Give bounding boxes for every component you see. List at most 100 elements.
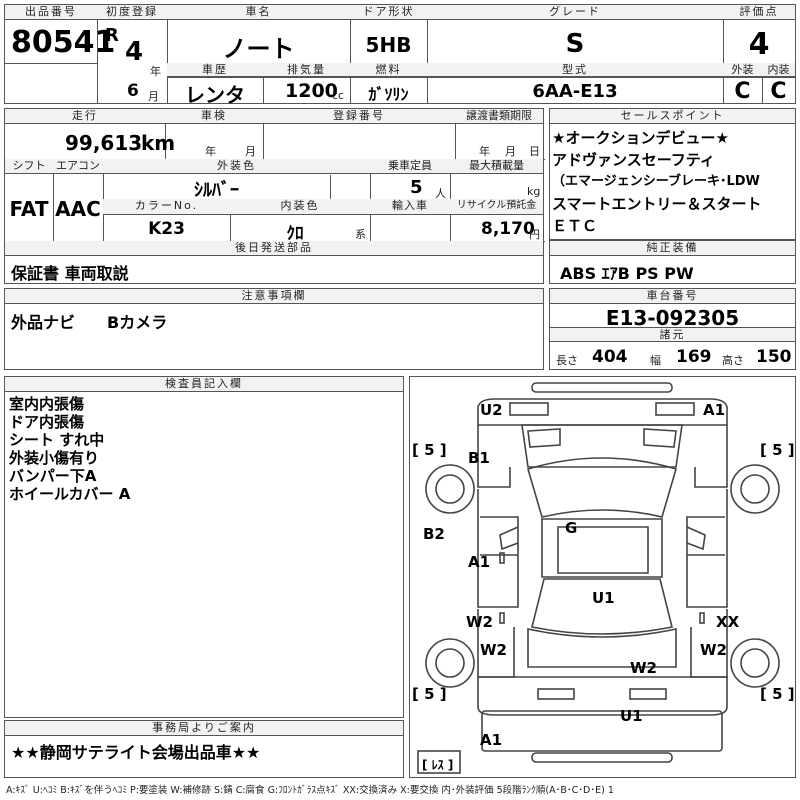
inspector-label: 検査員記入欄 — [5, 377, 403, 392]
inspector-line: 室内内張傷 — [9, 395, 85, 413]
recycle-label: リサイクル預託金 — [450, 199, 543, 215]
notes-label: 注意事項欄 — [5, 289, 543, 304]
import-label: 輸入車 — [370, 199, 450, 215]
damage-u1-rear: U1 — [620, 707, 643, 725]
fuel: ｶﾞｿﾘﾝ — [368, 85, 409, 104]
int-color-unit: 系 — [355, 228, 366, 241]
equipment-box: 純正装備 ABS ｴｱB PS PW — [549, 240, 796, 284]
damage-w2-center: W2 — [630, 659, 657, 677]
damage-w2-side: W2 — [466, 613, 493, 631]
int-color-label: 内装色 — [230, 199, 370, 215]
ac: AAC — [55, 197, 101, 221]
sales-point-line: ★オークションデビュー★ — [552, 129, 729, 147]
door-label: ドア形状 — [350, 5, 427, 20]
car-name: ノート — [222, 35, 295, 63]
shift: FAT — [9, 197, 49, 221]
capacity-unit: 人 — [435, 187, 446, 200]
damage-b1: B1 — [468, 449, 490, 467]
capacity: 5 — [410, 177, 423, 198]
office-box: 事務局よりご案内 ★★静岡サテライト会場出品車★★ — [4, 720, 404, 778]
lot-no-label: 出品番号 — [5, 5, 97, 20]
mileage-unit: km — [141, 131, 176, 155]
grade-label: グレード — [427, 5, 723, 20]
chassis-label: 車台番号 — [550, 289, 795, 304]
transfer-day-unit: 日 — [529, 145, 540, 158]
damage-legend: A:ｷｽﾞ U:ﾍｺﾐ B:ｷｽﾞを伴うﾍｺﾐ P:要塗装 W:補修跡 S:錆 … — [6, 785, 614, 796]
exterior-grade: C — [734, 79, 751, 104]
inspector-list: 室内内張傷 ドア内張傷 シート すれ中 外装小傷有り バンパー下A ホイールカバ… — [9, 395, 130, 503]
damage-g: G — [565, 519, 578, 537]
max-load-label: 最大積載量 — [450, 159, 543, 174]
ac-label: エアコン — [53, 159, 103, 174]
office-value: ★★静岡サテライト会場出品車★★ — [11, 743, 261, 762]
damage-front-left: U2 — [480, 401, 503, 419]
lot-no: 80541 — [11, 25, 116, 60]
score-label: 評価点 — [723, 5, 795, 20]
grade: S — [565, 29, 585, 59]
inspector-line: バンパー下A — [9, 467, 97, 485]
inspector-line: 外装小傷有り — [9, 449, 100, 467]
details-box: 走行 99,613 km 車検 年 月 登録番号 譲渡書類期限 年 月 日 シフ… — [4, 108, 545, 258]
interior-label: 内装 — [762, 63, 795, 77]
notes-box: 注意事項欄 外品ナビ Bカメラ — [4, 288, 544, 370]
transfer-label: 譲渡書類期限 — [455, 109, 543, 124]
sales-point-line: アドヴァンスセーフティ — [552, 151, 715, 169]
month-unit: 月 — [148, 90, 159, 103]
chassis-box: 車台番号 E13-092305 諸元 長さ 404 幅 169 高さ 150 — [549, 288, 796, 370]
displacement-unit: cc — [332, 89, 345, 102]
damage-b2: B2 — [423, 525, 445, 543]
first-reg-year: 4 — [125, 37, 144, 67]
equipment-value: ABS ｴｱB PS PW — [560, 264, 694, 283]
displacement: 1200 — [285, 80, 338, 102]
sales-points-box: セールスポイント ★オークションデビュー★ アドヴァンスセーフティ （エマージェ… — [549, 108, 796, 240]
later-parts-box: 保証書 車両取説 — [4, 256, 544, 284]
max-load-unit: kg — [527, 185, 541, 198]
door: 5HB — [365, 33, 412, 57]
recycle-unit: 円 — [529, 228, 540, 241]
fuel-label: 燃料 — [350, 63, 427, 77]
notes-value: 外品ナビ Bカメラ — [11, 313, 168, 332]
score: 4 — [748, 27, 770, 62]
inspection-month-unit: 月 — [245, 145, 256, 158]
tire-rl: [ 5 ] — [412, 685, 447, 703]
transfer-year-unit: 年 — [479, 145, 490, 158]
car-outline-drawing — [417, 382, 780, 774]
reg-no-label: 登録番号 — [263, 109, 455, 124]
damage-a1-side: A1 — [468, 553, 491, 571]
height-label: 高さ — [722, 354, 744, 367]
history-label: 車歴 — [167, 63, 263, 77]
length-label: 長さ — [556, 354, 578, 367]
sales-points-list: ★オークションデビュー★ アドヴァンスセーフティ （エマージェンシーブレーキ･L… — [552, 129, 762, 235]
damage-w2-right: W2 — [700, 641, 727, 659]
inspector-box: 検査員記入欄 室内内張傷 ドア内張傷 シート すれ中 外装小傷有り バンパー下A… — [4, 376, 404, 718]
int-color: ｸﾛ — [286, 224, 304, 244]
tire-rr: [ 5 ] — [760, 685, 795, 703]
inspection-label: 車検 — [165, 109, 263, 124]
later-parts-value: 保証書 車両取説 — [11, 264, 129, 283]
first-reg-label: 初度登録 — [97, 5, 167, 20]
era: R — [105, 25, 119, 46]
recycle: 8,170 — [481, 219, 535, 239]
width-label: 幅 — [650, 354, 661, 367]
damage-xx: XX — [716, 613, 740, 631]
sales-point-line: ＥＴＣ — [552, 217, 598, 235]
year-unit: 年 — [150, 65, 161, 78]
inspector-line: シート すれ中 — [9, 431, 105, 449]
mileage: 99,613 — [65, 131, 143, 155]
later-parts-label: 後日発送部品 — [5, 241, 543, 256]
history: レンタ — [185, 83, 245, 107]
damage-u1: U1 — [592, 589, 615, 607]
damage-a1-rear: A1 — [480, 731, 503, 749]
spare-tire: [ ﾚｽ ] — [422, 758, 454, 772]
header-box: 出品番号 80541 初度登録 R 4 年 6 月 車名 ノート 車歴 レンタ … — [4, 4, 796, 107]
dims-label: 諸元 — [550, 327, 795, 342]
inspection-year-unit: 年 — [205, 145, 216, 158]
color-no-label: カラーNo. — [103, 199, 230, 215]
model: 6AA-E13 — [532, 81, 618, 102]
inspector-line: ドア内張傷 — [9, 413, 85, 431]
exterior-label: 外装 — [723, 63, 762, 77]
ext-color: ｼﾙﾊﾞｰ — [194, 180, 239, 201]
mileage-label: 走行 — [5, 109, 165, 124]
model-label: 型式 — [427, 63, 723, 77]
car-name-label: 車名 — [167, 5, 350, 20]
